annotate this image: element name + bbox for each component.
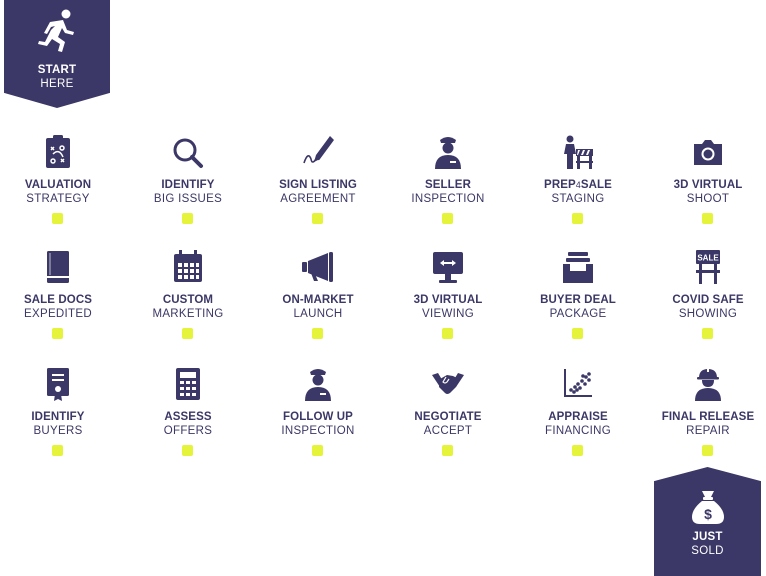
checkbox[interactable] (572, 213, 583, 224)
handshake-icon (432, 367, 464, 401)
step-line2: SHOOT (686, 193, 730, 205)
step-line2: PACKAGE (549, 308, 607, 320)
svg-text:$: $ (704, 506, 712, 522)
svg-text:SALE: SALE (697, 254, 719, 263)
step-line2: FINANCING (545, 425, 611, 437)
money-bag-icon: $ (690, 489, 726, 525)
checkbox[interactable] (182, 445, 193, 456)
calculator-icon (172, 367, 204, 401)
inbox-tray-icon (562, 250, 594, 284)
here-label: HERE (40, 78, 74, 90)
step-line2: STRATEGY (26, 193, 90, 205)
checkbox[interactable] (442, 445, 453, 456)
step-line1: SALE DOCS (24, 294, 92, 306)
step-line2: EXPEDITED (24, 308, 92, 320)
inspector-icon (302, 367, 334, 401)
checkbox[interactable] (312, 213, 323, 224)
magnifier-icon (172, 135, 204, 169)
checkbox[interactable] (312, 328, 323, 339)
step-line2: AGREEMENT (280, 193, 356, 205)
step-line2: MARKETING (152, 308, 224, 320)
sold-label: SOLD (691, 545, 724, 557)
step-line2: VIEWING (422, 308, 474, 320)
start-label: START (37, 64, 77, 76)
step-line1: SIGN LISTING (279, 179, 357, 191)
worker-hardhat-icon (692, 367, 724, 401)
checkbox[interactable] (52, 213, 63, 224)
running-person-icon (34, 8, 80, 54)
step-line2: SHOWING (678, 308, 738, 320)
step-line1: PREP4SALE (544, 179, 612, 191)
step-line1: 3D VIRTUAL (673, 179, 743, 191)
step-line2: ACCEPT (423, 425, 473, 437)
just-label: JUST (692, 531, 723, 543)
checkbox[interactable] (702, 445, 713, 456)
checkbox[interactable] (52, 328, 63, 339)
step-line1: 3D VIRTUAL (413, 294, 483, 306)
checkbox[interactable] (312, 445, 323, 456)
megaphone-icon (302, 250, 334, 284)
step-line2: BUYERS (33, 425, 83, 437)
step-line2: STAGING (551, 193, 605, 205)
step-line1: APPRAISE (548, 411, 608, 423)
checkbox[interactable] (442, 328, 453, 339)
checkbox[interactable] (182, 328, 193, 339)
camera-icon (692, 135, 724, 169)
inspector-icon (432, 135, 464, 169)
step-line2: LAUNCH (293, 308, 343, 320)
checkbox[interactable] (702, 328, 713, 339)
start-here-banner: START HERE (4, 0, 110, 108)
checkbox[interactable] (572, 328, 583, 339)
step-line2: OFFERS (163, 425, 213, 437)
step-line1: FINAL RELEASE (661, 411, 755, 423)
stager-icon (562, 135, 594, 169)
clipboard-strategy-icon (42, 135, 74, 169)
step-line1: NEGOTIATE (414, 411, 482, 423)
step-line1: ASSESS (164, 411, 212, 423)
step-line1: IDENTIFY (161, 179, 215, 191)
step-line1: SELLER (425, 179, 471, 191)
just-sold-banner: $ JUST SOLD (654, 467, 761, 576)
checkbox[interactable] (702, 213, 713, 224)
pen-signature-icon (302, 135, 334, 169)
step-line2: INSPECTION (411, 193, 485, 205)
calendar-icon (172, 250, 204, 284)
checkbox[interactable] (182, 213, 193, 224)
checkbox[interactable] (442, 213, 453, 224)
step-line2: INSPECTION (281, 425, 355, 437)
certificate-icon (42, 367, 74, 401)
checkbox[interactable] (572, 445, 583, 456)
step-line1: CUSTOM (162, 294, 214, 306)
document-book-icon (42, 250, 74, 284)
sale-sign-icon: SALE (692, 250, 724, 284)
step-line2: REPAIR (686, 425, 730, 437)
monitor-icon (432, 250, 464, 284)
step-line1: IDENTIFY (31, 411, 85, 423)
step-line1: COVID SAFE (672, 294, 744, 306)
scatter-chart-icon (562, 367, 594, 401)
step-line1: BUYER DEAL (540, 294, 616, 306)
checkbox[interactable] (52, 445, 63, 456)
step-line2: BIG ISSUES (153, 193, 223, 205)
step-line1: FOLLOW UP (283, 411, 353, 423)
step-line1: VALUATION (24, 179, 92, 191)
step-line1: ON-MARKET (282, 294, 354, 306)
